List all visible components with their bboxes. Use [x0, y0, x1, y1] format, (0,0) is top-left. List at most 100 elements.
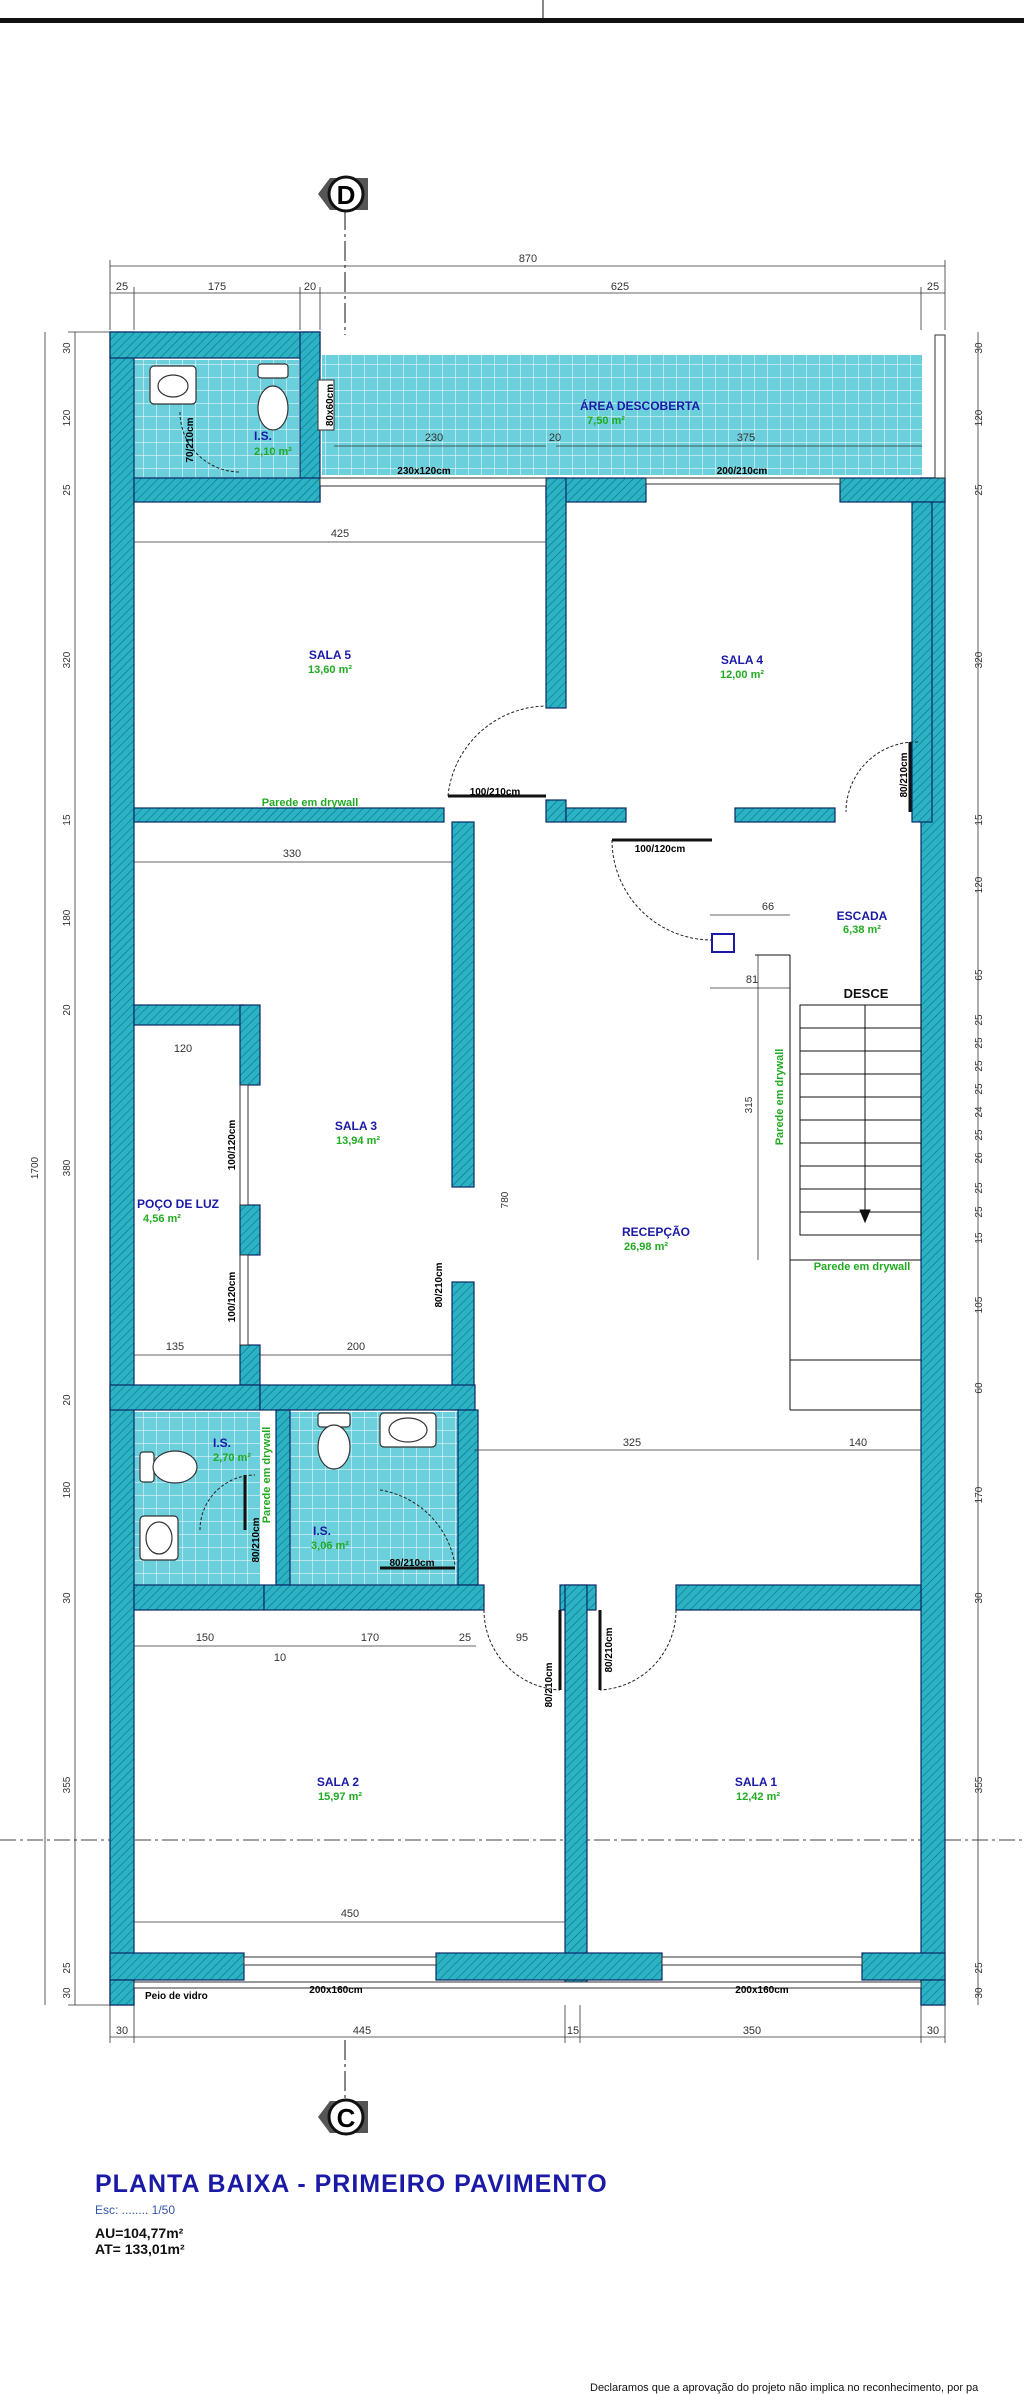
dim-inner: 425	[331, 528, 349, 540]
drywall-note-is: Parede em drywall	[261, 1427, 273, 1524]
dim-inner: 170	[361, 1632, 379, 1644]
stair-desce-label: DESCE	[844, 986, 889, 1001]
dim-top-4: 625	[611, 281, 629, 293]
dim-inner: 315	[744, 1096, 755, 1113]
dim-left-label: 120	[62, 409, 73, 426]
sheet-top-border	[0, 0, 1024, 23]
room-name: I.S.	[254, 429, 272, 443]
room-name: SALA 1	[735, 1775, 778, 1789]
dim-left-label: 180	[62, 909, 73, 926]
dim-inner: 200	[347, 1341, 365, 1353]
dim-left-label: 355	[62, 1776, 73, 1793]
room-labels: ÁREA DESCOBERTA 7,50 m² I.S. 2,10 m² SAL…	[137, 398, 888, 1803]
dim-total-width: 870	[519, 253, 537, 265]
opening-label: 80/210cm	[604, 1627, 615, 1672]
dim-inner: 120	[174, 1043, 192, 1055]
opening-label: 80/210cm	[899, 752, 910, 797]
right-dimension-labels: 30 120 25 320 15 120 65 25 25 25 25 24 2…	[974, 342, 985, 1999]
room-area: 12,42 m²	[736, 1791, 780, 1803]
peio-label: Peio de vidro	[145, 1991, 208, 2002]
drywall-partitions	[755, 954, 921, 1411]
dim-left-label: 180	[62, 1481, 73, 1498]
dim-right-label: 15	[974, 814, 985, 826]
dim-inner: 450	[341, 1908, 359, 1920]
dim-right-label: 25	[974, 1206, 985, 1218]
dim-inner: 230	[425, 432, 443, 444]
room-name: SALA 4	[721, 653, 764, 667]
room-area: 12,00 m²	[720, 669, 764, 681]
axis-label-d: D	[337, 180, 356, 210]
dim-top-5: 25	[927, 281, 939, 293]
opening-label: 80/210cm	[251, 1517, 262, 1562]
dim-left-label: 20	[62, 1394, 73, 1406]
dim-inner: 135	[166, 1341, 184, 1353]
useful-area: AU=104,77m²	[95, 2225, 184, 2241]
dim-bottom-2: 445	[353, 2025, 371, 2037]
dim-right-label: 26	[974, 1152, 985, 1164]
room-area: 13,94 m²	[336, 1135, 380, 1147]
dim-inner: 150	[196, 1632, 214, 1644]
room-area: 2,10 m²	[254, 446, 292, 458]
dim-right-label: 105	[974, 1296, 985, 1313]
dim-left-label: 15	[62, 814, 73, 826]
declaration-text: Declaramos que a aprovação do projeto nã…	[590, 2382, 979, 2394]
dim-top-1: 25	[116, 281, 128, 293]
dim-bottom-3: 15	[567, 2025, 579, 2037]
windows	[133, 334, 946, 1989]
total-area: AT= 133,01m²	[95, 2241, 185, 2257]
tiled-areas	[134, 355, 922, 1608]
dim-right-label: 120	[974, 876, 985, 893]
room-name: SALA 2	[317, 1775, 360, 1789]
dim-right-label: 355	[974, 1776, 985, 1793]
dim-right-label: 30	[974, 1592, 985, 1604]
dim-inner: 20	[549, 432, 561, 444]
dim-left-label: 30	[62, 1592, 73, 1604]
drywall-note-bottom: Parede em drywall	[814, 1261, 911, 1273]
door-leaves	[243, 742, 912, 1690]
dim-right-label: 25	[974, 1060, 985, 1072]
drywall-note-top: Parede em drywall	[262, 797, 359, 809]
room-name: I.S.	[313, 1524, 331, 1538]
opening-label: 80/210cm	[544, 1662, 555, 1707]
opening-label: 80/210cm	[434, 1262, 445, 1307]
dim-left-label: 30	[62, 1987, 73, 1999]
dim-inner: 25	[459, 1632, 471, 1644]
dim-right-label: 320	[974, 651, 985, 668]
drywall-note-stair: Parede em drywall	[774, 1049, 786, 1146]
section-axis-d: D	[318, 175, 368, 335]
dim-left-label: 30	[62, 342, 73, 354]
room-area: 6,38 m²	[843, 924, 881, 936]
dim-inner: 330	[283, 848, 301, 860]
opening-label: 100/120cm	[227, 1272, 238, 1323]
opening-label: 80/210cm	[389, 1558, 434, 1569]
dim-bottom-1: 30	[116, 2025, 128, 2037]
axis-label-c: C	[337, 2103, 356, 2133]
dim-right-label: 15	[974, 1232, 985, 1244]
sanitary-fixtures	[139, 363, 437, 1561]
dim-total-height: 1700	[30, 1156, 41, 1179]
left-dimension-labels: 30 120 25 320 15 180 20 380 20 180 30 35…	[62, 342, 73, 1999]
opening-label: 100/120cm	[227, 1120, 238, 1171]
dim-right-label: 25	[974, 1962, 985, 1974]
dim-right-label: 25	[974, 1014, 985, 1026]
room-area: 4,56 m²	[143, 1213, 181, 1225]
opening-label: 100/210cm	[470, 787, 521, 798]
dim-right-label: 24	[974, 1106, 985, 1118]
dim-right-label: 170	[974, 1486, 985, 1503]
dim-right-label: 120	[974, 409, 985, 426]
dim-inner: 140	[849, 1437, 867, 1449]
dim-left-label: 380	[62, 1159, 73, 1176]
left-dimensions	[44, 331, 110, 2006]
toilet-bowl-icon	[257, 385, 289, 431]
room-name: SALA 3	[335, 1119, 378, 1133]
opening-label: 200x160cm	[309, 1985, 362, 1996]
dim-right-label: 25	[974, 484, 985, 496]
room-name: ESCADA	[837, 909, 888, 923]
staircase	[711, 933, 922, 1236]
dim-left-label: 25	[62, 484, 73, 496]
dim-inner: 10	[274, 1652, 286, 1664]
room-area: 13,60 m²	[308, 664, 352, 676]
dim-right-label: 25	[974, 1083, 985, 1095]
dim-right-label: 25	[974, 1037, 985, 1049]
dim-right-label: 30	[974, 342, 985, 354]
